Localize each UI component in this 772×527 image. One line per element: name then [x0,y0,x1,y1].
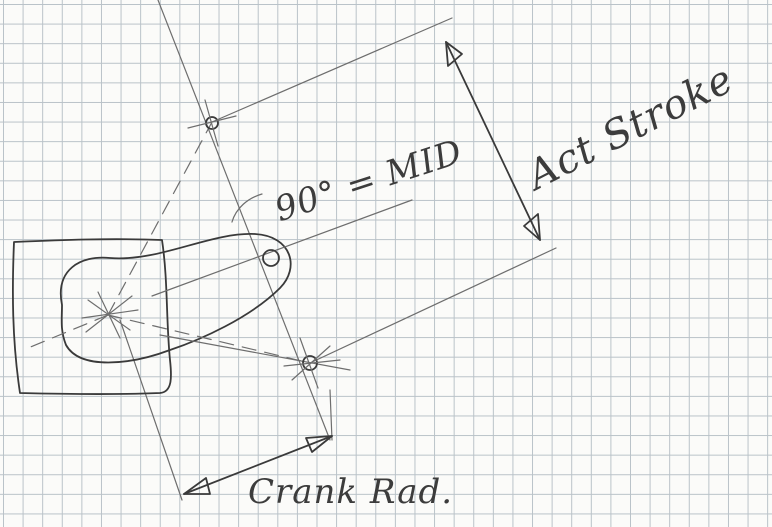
top-extension-line [211,17,453,123]
dashed-pivot-to-bottom [107,314,311,364]
angle-arc [231,193,263,223]
bottom-extension-line [309,247,557,364]
pivot-to-mid-line [151,199,413,297]
crank-rad-label: Crank Rad. [248,472,454,512]
dashed-pivot-to-top [107,121,213,316]
crank-mid-line [159,334,351,371]
dashed-left-extension [27,314,109,349]
lower-point [283,337,341,389]
crank-rad-extension [329,389,333,441]
crank-horn [59,233,292,364]
crank-rad-dimension [183,435,333,495]
servo-body [11,238,172,396]
center-hole [262,249,280,267]
crank-arm-line [157,0,331,441]
act-stroke-dimension [445,41,541,241]
pivot-lower-line [119,319,183,501]
